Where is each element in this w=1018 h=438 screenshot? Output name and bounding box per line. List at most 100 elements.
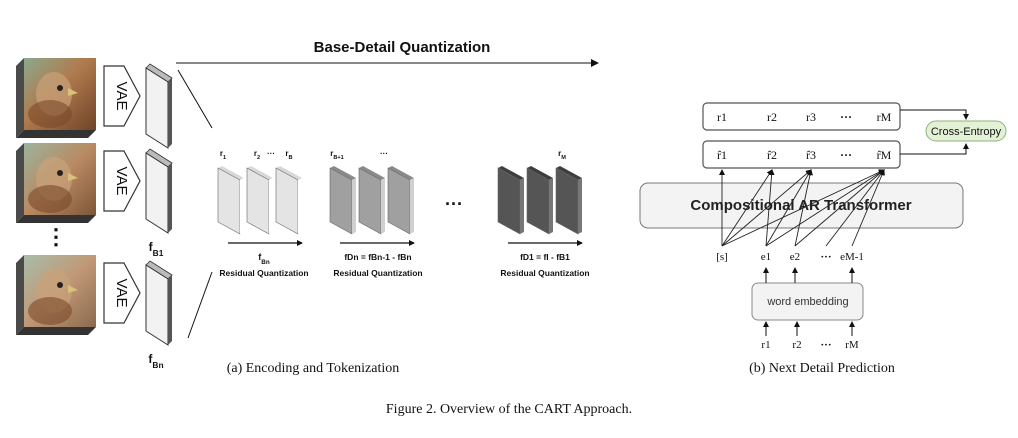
vae-block bbox=[103, 150, 141, 212]
encoder-row: VAE fBn bbox=[16, 255, 173, 370]
input-token: eM-1 bbox=[840, 251, 864, 263]
residual-slab bbox=[497, 167, 521, 235]
target-token: r2 bbox=[767, 110, 777, 124]
bird-body-shape bbox=[28, 297, 72, 325]
attention-edge bbox=[765, 169, 885, 247]
target-token: r3 bbox=[806, 110, 816, 124]
slab-top bbox=[556, 166, 582, 180]
attention-edge bbox=[721, 169, 773, 247]
bottom-token: rM bbox=[845, 339, 859, 351]
bottom-token: r1 bbox=[761, 339, 770, 351]
figure-caption: Figure 2. Overview of the CART Approach. bbox=[386, 402, 632, 417]
quant-token-label: r2 bbox=[254, 149, 260, 161]
transformer-label: Compositional AR Transformer bbox=[690, 197, 911, 214]
prediction-token: r̂M bbox=[877, 148, 892, 162]
cross-entropy-label: Cross-Entropy bbox=[931, 126, 1002, 138]
residual-slab bbox=[387, 167, 411, 235]
bird-eye bbox=[57, 85, 63, 91]
feature-edge bbox=[168, 275, 172, 345]
quant-arrow-label: fD1 = fI - fB1 bbox=[520, 252, 570, 262]
image-side bbox=[16, 58, 24, 138]
attention-edge bbox=[721, 169, 812, 247]
quant-arrow-label: fBn bbox=[258, 252, 270, 266]
rows-ellipsis: ⋮ bbox=[45, 224, 67, 249]
quant-token-label: r1 bbox=[220, 149, 226, 161]
encoder-column: VAEfIVAEfB1VAEfBn⋮ bbox=[16, 58, 173, 370]
zoom-line-bottom bbox=[187, 271, 213, 339]
quant-caption: Residual Quantization bbox=[333, 268, 422, 278]
loss-arrow-bottom bbox=[900, 143, 969, 155]
quant-token-label: rB+1 bbox=[330, 149, 344, 161]
prediction-token: ··· bbox=[840, 148, 852, 162]
target-token: rM bbox=[877, 110, 892, 124]
attention-edge bbox=[794, 169, 885, 247]
prediction-token: r̂1 bbox=[717, 148, 727, 162]
slab-edge bbox=[578, 178, 582, 234]
bottom-token: ··· bbox=[820, 339, 831, 351]
slab-top bbox=[218, 166, 244, 180]
feature-map bbox=[145, 264, 169, 346]
quant-token-label: rM bbox=[558, 149, 566, 161]
attention-edge bbox=[765, 169, 775, 247]
diagram-title: Base-Detail Quantization bbox=[314, 39, 491, 56]
bottom-token: r2 bbox=[792, 339, 801, 351]
slab-top bbox=[359, 166, 385, 180]
residual-slab bbox=[329, 167, 353, 235]
slab-edge bbox=[410, 178, 414, 234]
attention-edge bbox=[851, 169, 885, 247]
bird-eye bbox=[57, 282, 63, 288]
slab-top bbox=[247, 166, 273, 180]
vae-block bbox=[103, 262, 141, 324]
image-side bbox=[16, 255, 24, 335]
slab-top bbox=[498, 166, 524, 180]
prediction-tokens-box bbox=[702, 140, 901, 169]
vae-label: VAE bbox=[113, 167, 130, 196]
input-token: e1 bbox=[761, 251, 771, 263]
subcaption-left: (a) Encoding and Tokenization bbox=[227, 361, 400, 376]
vae-block bbox=[103, 65, 141, 127]
residual-slab bbox=[246, 167, 270, 235]
word-embedding-label: word embedding bbox=[766, 296, 848, 308]
loss-arrow-top bbox=[900, 109, 969, 120]
feature-label: fBn bbox=[148, 352, 163, 370]
quant-caption: Residual Quantization bbox=[500, 268, 589, 278]
slab-top bbox=[330, 166, 356, 180]
slab-edge bbox=[298, 178, 302, 234]
slab-edge bbox=[352, 178, 356, 234]
residual-slab bbox=[275, 167, 299, 235]
quant-arrow-label: fDn = fBn-1 - fBn bbox=[344, 252, 411, 262]
target-tokens-box bbox=[702, 102, 901, 131]
feature-edge bbox=[168, 163, 172, 233]
transformer-block bbox=[639, 182, 964, 229]
attention-edge bbox=[765, 169, 812, 247]
bird-beak bbox=[68, 173, 78, 181]
vae-label: VAE bbox=[113, 279, 130, 308]
slab-edge bbox=[520, 178, 524, 234]
feature-edge bbox=[168, 78, 172, 148]
quant-token-label: rB bbox=[285, 149, 292, 161]
input-token: [s] bbox=[716, 251, 728, 263]
cross-entropy-box bbox=[925, 120, 1007, 142]
image-bottom bbox=[16, 215, 96, 223]
bird-body-shape bbox=[28, 100, 72, 128]
input-token: e2 bbox=[790, 251, 800, 263]
groups-ellipsis: ··· bbox=[445, 194, 463, 214]
slab-top bbox=[527, 166, 553, 180]
input-token: ··· bbox=[820, 251, 831, 263]
residual-slab bbox=[555, 167, 579, 235]
word-embedding-block bbox=[751, 282, 864, 321]
vae-label: VAE bbox=[113, 82, 130, 111]
residual-slab bbox=[358, 167, 382, 235]
quant-token-label: ··· bbox=[267, 149, 275, 158]
zoom-line-top bbox=[177, 69, 213, 129]
slab-edge bbox=[549, 178, 553, 234]
slab-edge bbox=[240, 178, 244, 234]
slab-edge bbox=[381, 178, 385, 234]
attention-edge bbox=[794, 169, 813, 247]
slab-top bbox=[276, 166, 302, 180]
